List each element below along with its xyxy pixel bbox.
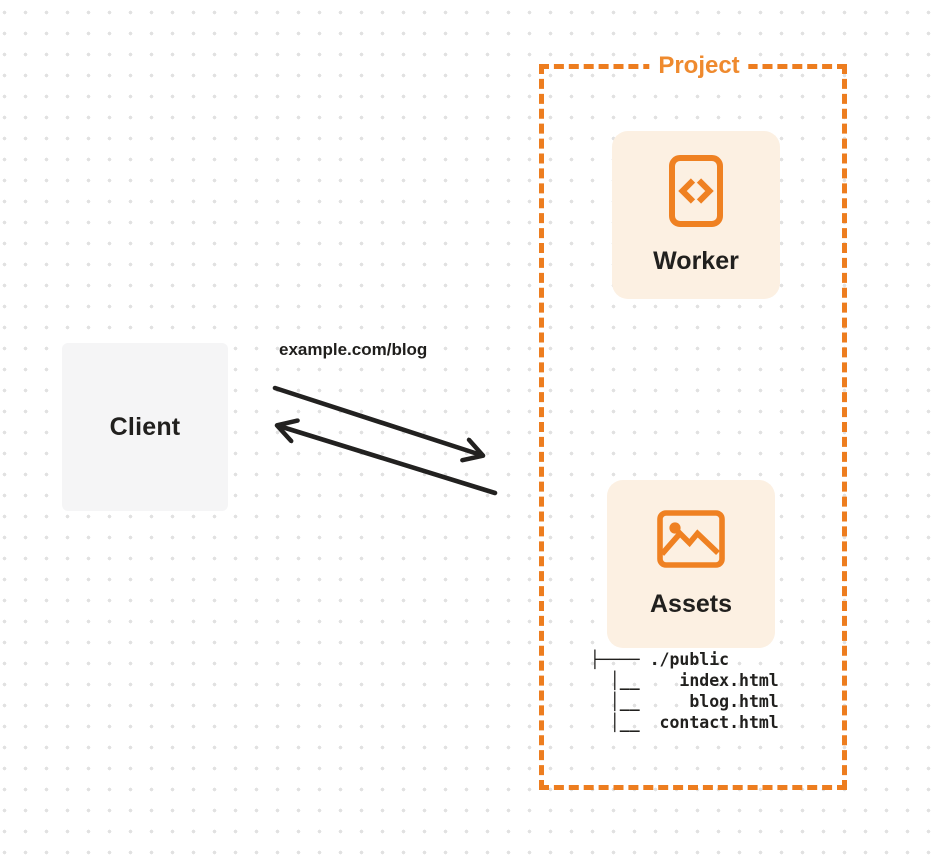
code-file-icon xyxy=(668,154,724,228)
assets-node: Assets xyxy=(607,480,775,648)
project-container: Project xyxy=(539,51,847,790)
request-response-arrows xyxy=(272,385,498,496)
client-node: Client xyxy=(62,343,228,511)
client-label: Client xyxy=(109,412,181,441)
worker-node: Worker xyxy=(612,131,780,299)
request-url-label: example.com/blog xyxy=(279,340,428,359)
project-label: Project xyxy=(649,51,749,81)
worker-label: Worker xyxy=(653,247,739,275)
assets-file-tree: ├──── ./public │__ index.html │__ blog.h… xyxy=(590,650,779,732)
request-arrow xyxy=(272,385,481,455)
response-arrow xyxy=(279,426,498,496)
image-icon xyxy=(656,509,726,569)
assets-label: Assets xyxy=(650,590,732,618)
